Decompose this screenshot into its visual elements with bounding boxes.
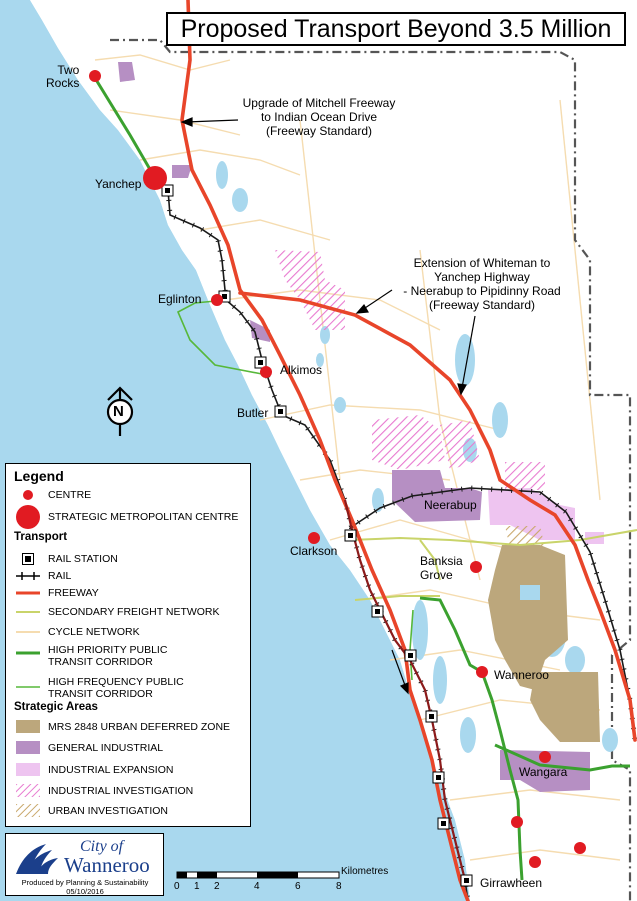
centre-6 bbox=[529, 856, 541, 868]
rail-station-butler bbox=[274, 405, 287, 418]
centre-wanneroo bbox=[476, 666, 488, 678]
rail-station-2 bbox=[404, 649, 417, 662]
legend-transport-heading: Transport bbox=[14, 531, 68, 543]
scale-unit: Kilometres bbox=[341, 866, 389, 877]
centre-7 bbox=[574, 842, 586, 854]
centre-5 bbox=[511, 816, 523, 828]
label-clarkson: Clarkson bbox=[290, 544, 338, 558]
rail-station-5 bbox=[437, 817, 450, 830]
label-yanchep: Yanchep bbox=[95, 177, 142, 191]
centres bbox=[89, 70, 586, 868]
label-butler: Butler bbox=[237, 406, 269, 420]
label-wanneroo: Wanneroo bbox=[494, 668, 549, 682]
strategic-areas bbox=[118, 62, 604, 792]
logo-produced-by: Produced by Planning & Sustainability bbox=[21, 878, 149, 887]
centre-symbol bbox=[23, 490, 33, 500]
north-arrow-icon bbox=[106, 386, 134, 436]
label-wangara: Wangara bbox=[519, 765, 568, 779]
centre-banksia-grove bbox=[470, 561, 482, 573]
legend-industrial-expansion: INDUSTRIAL EXPANSION bbox=[48, 764, 174, 776]
rail-station-6 bbox=[460, 874, 473, 887]
high-frequency-symbol bbox=[16, 686, 40, 688]
legend-rail: RAIL bbox=[48, 570, 72, 582]
city-logo: City of Wanneroo Produced by Planning & … bbox=[5, 833, 164, 896]
centre-clarkson bbox=[308, 532, 320, 544]
legend-areas-heading: Strategic Areas bbox=[14, 701, 98, 713]
general-industrial-swatch bbox=[16, 741, 40, 754]
legend-cycle-network: CYCLE NETWORK bbox=[48, 626, 140, 638]
logo-name: Wanneroo bbox=[64, 853, 150, 877]
urban-deferred-swatch bbox=[16, 720, 40, 733]
secondary-freight bbox=[349, 529, 637, 601]
legend-urban-investigation: URBAN INVESTIGATION bbox=[48, 805, 168, 817]
north-label: N bbox=[113, 403, 124, 420]
lakes bbox=[216, 161, 618, 753]
legend-high-priority: HIGH PRIORITY PUBLIC TRANSIT CORRIDOR bbox=[48, 644, 168, 668]
cycle-network-symbol bbox=[16, 631, 40, 633]
industrial-investigation-swatch bbox=[16, 784, 40, 797]
high-priority-symbol bbox=[16, 651, 40, 655]
centre-eglinton bbox=[211, 294, 223, 306]
legend-freeway: FREEWAY bbox=[48, 587, 99, 599]
scale-tick-6: 6 bbox=[295, 881, 301, 892]
rail-station-alkimos bbox=[254, 356, 267, 369]
strategic-centre-symbol bbox=[16, 505, 40, 529]
logo-date: 05/10/2016 bbox=[66, 887, 104, 896]
rail-station-clarkson bbox=[344, 529, 357, 542]
annotation-mitchell-freeway: Upgrade of Mitchell Freeway to Indian Oc… bbox=[242, 96, 396, 138]
label-girrawheen: Girrawheen bbox=[480, 876, 543, 890]
legend-rail-station: RAIL STATION bbox=[48, 553, 118, 565]
scale-tick-8: 8 bbox=[336, 881, 342, 892]
annotation-arrows bbox=[180, 117, 476, 695]
label-neerabup: Neerabup bbox=[424, 498, 477, 512]
secondary-freight-symbol bbox=[16, 611, 40, 613]
rail-station-3 bbox=[425, 710, 438, 723]
label-two-rocks: Two Rocks bbox=[46, 63, 80, 90]
urban-investigation-swatch bbox=[16, 804, 40, 817]
legend-strategic-centre: STRATEGIC METROPOLITAN CENTRE bbox=[48, 511, 239, 523]
legend-panel: Legend CENTRE STRATEGIC METROPOLITAN CEN… bbox=[5, 463, 251, 827]
annotation-whiteman-highway: Extension of Whiteman to Yanchep Highway… bbox=[403, 256, 561, 312]
rail-station-1 bbox=[371, 605, 384, 618]
rail-station-4 bbox=[432, 771, 445, 784]
legend-mrs-2848: MRS 2848 URBAN DEFERRED ZONE bbox=[48, 721, 231, 733]
scale-tick-4: 4 bbox=[254, 881, 260, 892]
label-banksia-grove: Banksia Grove bbox=[420, 554, 463, 582]
centre-wangara bbox=[539, 751, 551, 763]
legend-centre: CENTRE bbox=[48, 489, 92, 501]
rail-symbol bbox=[16, 572, 40, 580]
label-eglinton: Eglinton bbox=[158, 292, 202, 306]
scale-tick-1: 1 bbox=[194, 881, 200, 892]
scale-bar bbox=[176, 871, 340, 879]
legend-industrial-investigation: INDUSTRIAL INVESTIGATION bbox=[48, 785, 194, 797]
logo-emblem-icon bbox=[16, 844, 58, 874]
scale-tick-2: 2 bbox=[214, 881, 220, 892]
rail-station-symbol bbox=[22, 553, 34, 565]
map-title: Proposed Transport Beyond 3.5 Million bbox=[166, 12, 626, 46]
legend-high-frequency: HIGH FREQUENCY PUBLIC TRANSIT CORRIDOR bbox=[48, 676, 184, 700]
legend-title: Legend bbox=[14, 468, 64, 484]
city-boundary bbox=[110, 38, 632, 901]
legend-secondary-freight: SECONDARY FREIGHT NETWORK bbox=[48, 606, 220, 618]
label-alkimos: Alkimos bbox=[280, 363, 323, 377]
centre-two-rocks bbox=[89, 70, 101, 82]
industrial-expansion-swatch bbox=[16, 763, 40, 776]
rail-station-yanchep bbox=[161, 184, 174, 197]
rail-stations bbox=[161, 184, 473, 887]
scale-tick-0: 0 bbox=[174, 881, 180, 892]
freeway-symbol bbox=[16, 591, 40, 595]
logo-city-of: City of bbox=[80, 838, 124, 855]
strategic-centre-yanchep bbox=[143, 166, 167, 190]
legend-general-industrial: GENERAL INDUSTRIAL bbox=[48, 742, 164, 754]
centre-alkimos bbox=[260, 366, 272, 378]
